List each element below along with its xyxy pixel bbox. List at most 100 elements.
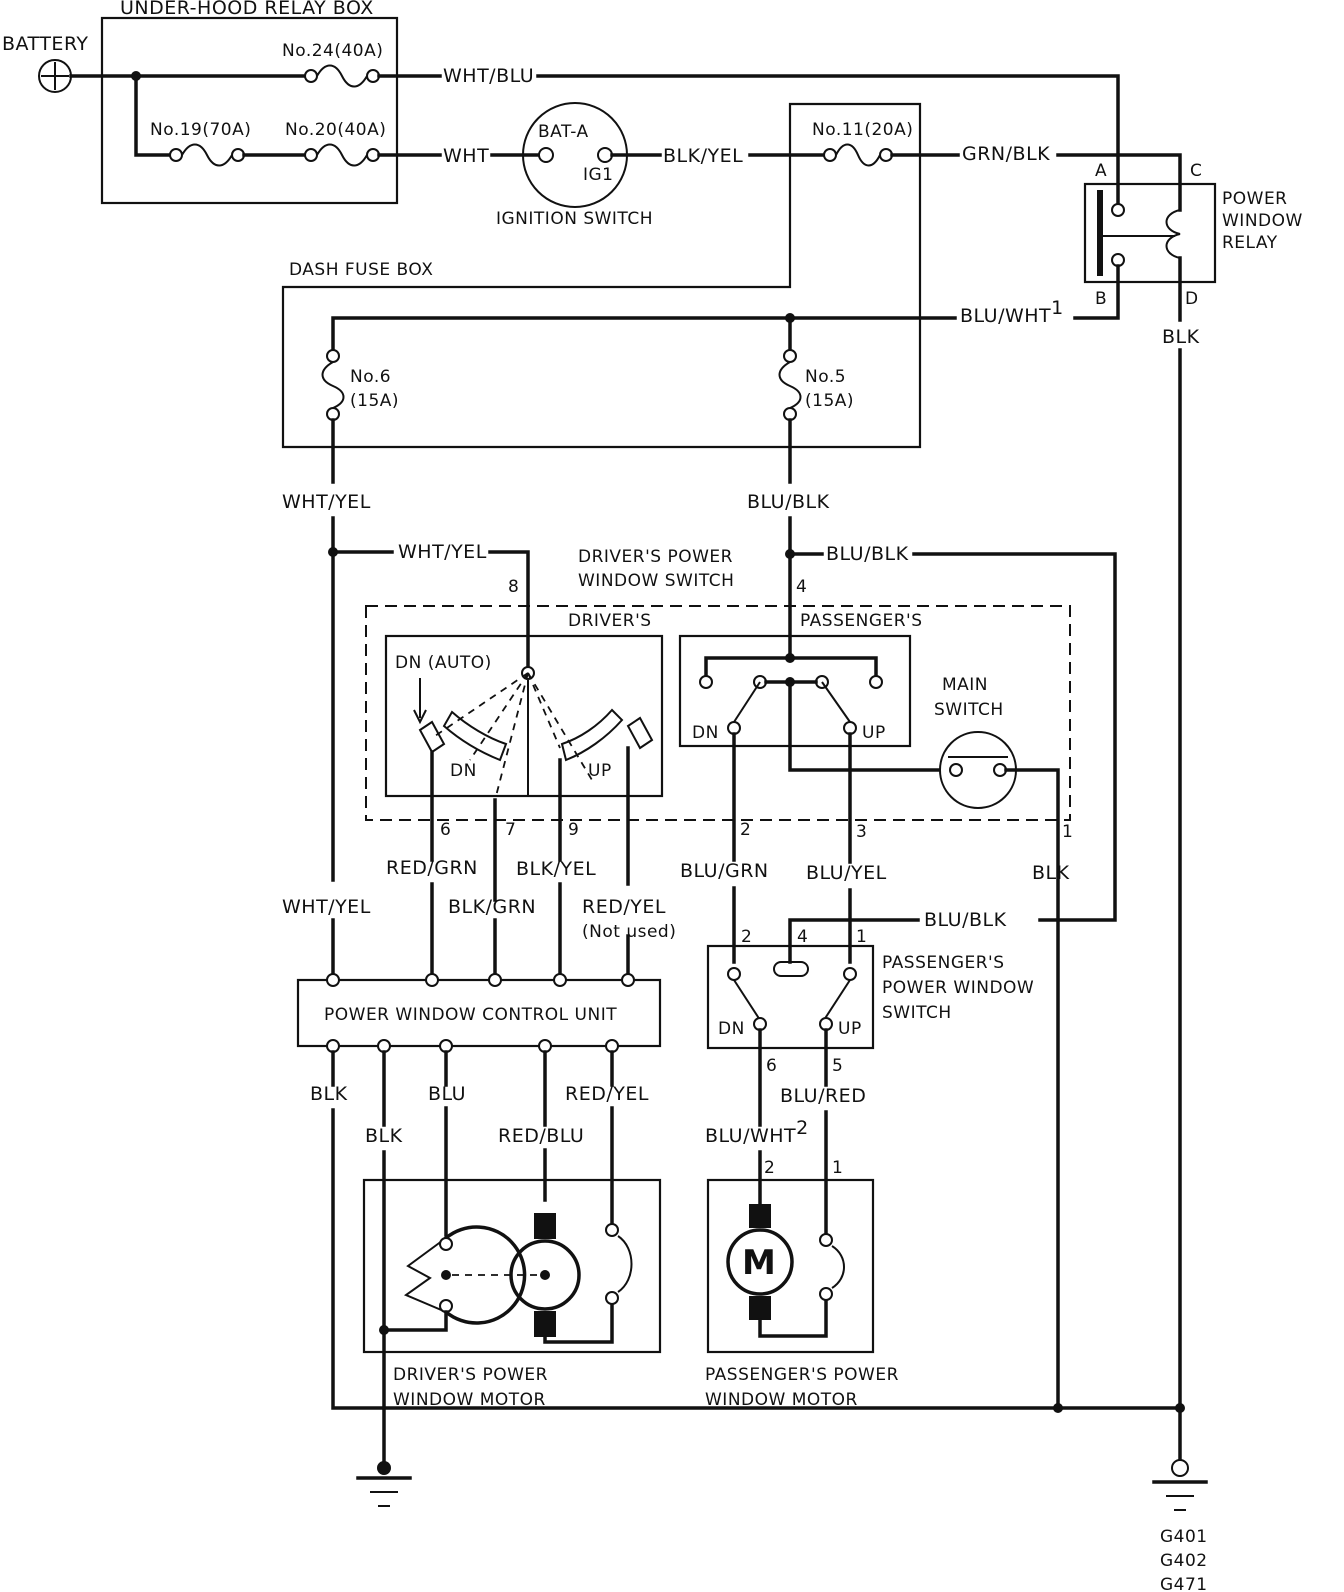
pass-motor-pin1: 1 — [832, 1158, 843, 1178]
wire-blk-relay-label: BLK — [1162, 326, 1200, 348]
ground-g401: G401 — [1160, 1527, 1208, 1547]
passengers-power-window-switch: 2 4 1 DN UP PASSENGER'S POWER WINDOW SWI… — [706, 927, 1034, 1076]
pass-switch-title-1: PASSENGER'S — [882, 953, 1005, 973]
relay-title-2: WINDOW — [1222, 211, 1303, 231]
control-unit-title: POWER WINDOW CONTROL UNIT — [324, 1005, 617, 1025]
main-switch-title-1: MAIN — [942, 675, 988, 695]
wire-blu-wht-1-label: BLU/WHT1 — [960, 297, 1064, 327]
wire-blu-yel-label: BLU/YEL — [806, 862, 887, 884]
wire-blu-label: BLU — [428, 1083, 466, 1105]
passengers-power-window-motor: 2 1 M PASSENGER'S POWER WINDOW MOTOR — [705, 1158, 899, 1410]
pass-motor-title-1: PASSENGER'S POWER — [705, 1365, 899, 1385]
wire-blu-blk-c-label: BLU/BLK — [924, 909, 1007, 931]
drivers-power-window-motor: DRIVER'S POWER WINDOW MOTOR — [362, 1178, 662, 1410]
wire-blk-yel-label: BLK/YEL — [516, 858, 596, 880]
drivers-section-label: DRIVER'S — [568, 611, 652, 631]
wire-wht-yel-a-label: WHT/YEL — [282, 491, 371, 513]
pass-switch-pin6: 6 — [766, 1056, 777, 1076]
fuse-5-rating: (15A) — [805, 391, 854, 411]
ign-bat-a: BAT-A — [538, 122, 589, 142]
driver-switch-title-2: WINDOW SWITCH — [578, 571, 734, 591]
wire-wht-blu-label: WHT/BLU — [443, 65, 534, 87]
passengers-section-label: PASSENGER'S — [800, 611, 923, 631]
driver-motor-title-2: WINDOW MOTOR — [393, 1390, 546, 1410]
wire-red-blu-label: RED/BLU — [498, 1125, 584, 1147]
driver-motor-icon — [509, 1239, 581, 1311]
pass-switch-pin5: 5 — [832, 1056, 843, 1076]
driver-switch-pin8: 8 — [508, 577, 519, 597]
wire-blk-unit2-label: BLK — [365, 1125, 403, 1147]
fuse-11-label: No.11(20A) — [812, 120, 913, 140]
driver-switch-pin3: 3 — [856, 822, 867, 842]
pass-switch-title-3: SWITCH — [882, 1003, 952, 1023]
p-section-up-label: UP — [862, 723, 886, 743]
pass-switch-pin4: 4 — [797, 927, 808, 947]
pass-motor-pin2: 2 — [764, 1158, 775, 1178]
fuse-5-num: No.5 — [805, 367, 846, 387]
pass-switch-up-label: UP — [838, 1019, 862, 1039]
fuse-24-label: No.24(40A) — [282, 41, 383, 61]
dash-fuse-box: DASH FUSE BOX — [281, 102, 922, 449]
ground-g471: G471 — [1160, 1575, 1208, 1592]
ignition-switch: BAT-A IG1 IGNITION SWITCH — [496, 102, 653, 229]
driver-switch-title-1: DRIVER'S POWER — [578, 547, 733, 567]
battery-label: BATTERY — [2, 33, 89, 55]
passenger-motor-icon — [726, 1228, 794, 1296]
fuse-6-rating: (15A) — [350, 391, 399, 411]
pass-switch-pin2: 2 — [741, 927, 752, 947]
driver-dn-label: DN — [450, 761, 477, 781]
relay-title-1: POWER — [1222, 189, 1288, 209]
battery: BATTERY — [2, 33, 89, 93]
wire-blk-yel-ign-label: BLK/YEL — [663, 145, 743, 167]
wire-blu-wht-2-label: BLU/WHT2 — [705, 1117, 809, 1147]
p-section-dn-label: DN — [692, 723, 719, 743]
fuse-19-label: No.19(70A) — [150, 120, 251, 140]
fuse-11-icon: No.11(20A) — [812, 120, 913, 167]
main-switch-title-2: SWITCH — [934, 700, 1004, 720]
fuse-6-icon: No.6 (15A) — [321, 349, 399, 421]
wire-blk-grn-label: BLK/GRN — [448, 896, 536, 918]
fuse-6-num: No.6 — [350, 367, 391, 387]
relay-term-a: A — [1095, 161, 1107, 181]
wire-red-grn-label: RED/GRN — [386, 857, 478, 879]
wire-not-used-label: (Not used) — [582, 922, 676, 942]
fuse-19-icon — [169, 143, 245, 167]
driver-switch-pin9: 9 — [568, 820, 579, 840]
wire-blk-unit1-label: BLK — [310, 1083, 348, 1105]
relay-title-3: RELAY — [1222, 233, 1278, 253]
relay-box-title: UNDER-HOOD RELAY BOX — [120, 0, 374, 19]
relay-term-d: D — [1185, 289, 1199, 309]
motor-letter: M — [742, 1243, 776, 1283]
under-hood-relay-box: UNDER-HOOD RELAY BOX No.24(40A) No.19(70… — [100, 0, 399, 205]
fuse-20-label: No.20(40A) — [285, 120, 386, 140]
wire-blu-grn-label: BLU/GRN — [680, 860, 769, 882]
drivers-power-window-switch: DRIVER'S POWER WINDOW SWITCH 8 4 DRIVER'… — [365, 547, 1073, 1410]
wire-blu-red-label: BLU/RED — [780, 1085, 866, 1107]
wire-wht-yel-c-label: WHT/YEL — [282, 896, 371, 918]
ign-ig1: IG1 — [583, 165, 614, 185]
fuse-5-icon: No.5 (15A) — [778, 349, 854, 421]
wire-red-yel-bot-label: RED/YEL — [565, 1083, 649, 1105]
ground-right: G401 G402 G471 — [1152, 1459, 1208, 1592]
fuse-24-icon — [304, 64, 380, 88]
driver-switch-pin4: 4 — [796, 577, 807, 597]
driver-switch-pin7: 7 — [505, 820, 516, 840]
wire-grn-blk-label: GRN/BLK — [962, 143, 1050, 165]
ground-g402: G402 — [1160, 1551, 1208, 1571]
pass-switch-dn-label: DN — [718, 1019, 745, 1039]
power-window-control-unit: POWER WINDOW CONTROL UNIT — [296, 973, 662, 1053]
wire-blk-main-label: BLK — [1032, 862, 1070, 884]
driver-motor-title-1: DRIVER'S POWER — [393, 1365, 548, 1385]
dn-auto-label: DN (AUTO) — [395, 653, 492, 673]
power-window-relay: A C B D POWER WINDOW RELAY — [1083, 161, 1303, 309]
wire-wht-label: WHT — [443, 145, 489, 167]
relay-term-b: B — [1095, 289, 1107, 309]
driver-switch-pin2: 2 — [740, 820, 751, 840]
driver-switch-pin1: 1 — [1062, 822, 1073, 842]
pass-motor-title-2: WINDOW MOTOR — [705, 1390, 858, 1410]
relay-term-c: C — [1190, 161, 1202, 181]
wire-blu-blk-b-label: BLU/BLK — [826, 543, 909, 565]
wire-wht-yel-b-label: WHT/YEL — [398, 541, 487, 563]
ignition-switch-title: IGNITION SWITCH — [496, 209, 653, 229]
pass-switch-title-2: POWER WINDOW — [882, 978, 1034, 998]
